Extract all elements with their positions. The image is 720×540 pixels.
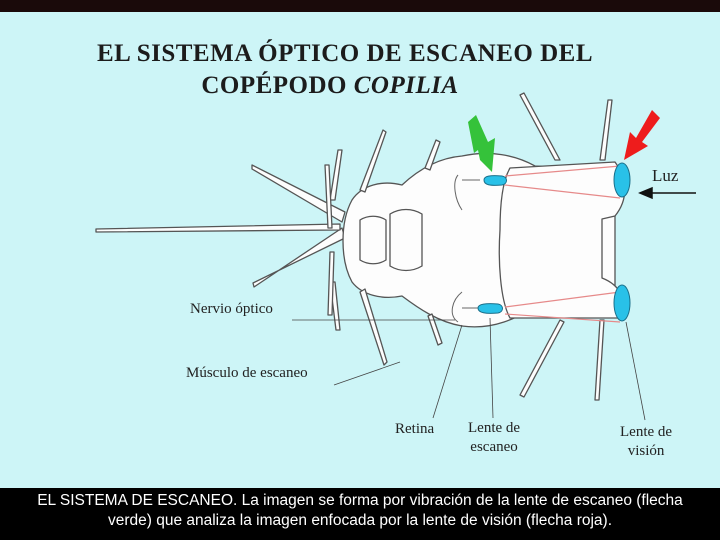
label-lente-vision: Lente de visión xyxy=(620,423,672,461)
red-arrow xyxy=(624,110,660,160)
bristle-left-upper xyxy=(330,150,342,200)
label-musculo-escaneo: Músculo de escaneo xyxy=(186,364,308,383)
label-lente-vision-line1: Lente de xyxy=(620,423,672,442)
label-luz: Luz xyxy=(652,166,678,185)
caption: EL SISTEMA DE ESCANEO. La imagen se form… xyxy=(0,488,720,540)
label-lente-escaneo-line1: Lente de xyxy=(468,419,520,438)
luz-arrow xyxy=(640,188,696,198)
diagram-title-line-2: COPÉPODO COPILIA xyxy=(0,72,690,100)
antenna-upper xyxy=(520,93,560,160)
label-nervio-optico: Nervio óptico xyxy=(190,300,273,319)
lente-escaneo-leader xyxy=(490,318,493,418)
top-border xyxy=(0,0,720,12)
segment-1 xyxy=(360,216,386,264)
caption-line-1: EL SISTEMA DE ESCANEO. La imagen se form… xyxy=(0,491,720,511)
leg-left-lower xyxy=(360,289,387,365)
antenna-lower xyxy=(520,320,564,397)
label-lente-vision-line2: visión xyxy=(620,442,672,461)
vision-lens-upper xyxy=(614,163,630,197)
musculo-leader xyxy=(334,362,400,385)
tail-spine-middle xyxy=(96,224,340,232)
vision-lens-lower xyxy=(614,285,630,321)
segment-2 xyxy=(390,210,422,271)
label-lente-escaneo: Lente de escaneo xyxy=(468,419,520,457)
title-prefix: COPÉPODO xyxy=(201,72,353,99)
scanning-lens-lower xyxy=(478,304,503,314)
label-lente-escaneo-line2: escaneo xyxy=(468,438,520,457)
bristle-far-upper xyxy=(325,165,332,228)
caption-line-2: verde) que analiza la imagen enfocada po… xyxy=(0,511,720,531)
diagram-title-line-1: EL SISTEMA ÓPTICO DE ESCANEO DEL xyxy=(0,40,705,68)
scanning-lens-upper xyxy=(484,176,507,186)
lente-vision-leader xyxy=(626,322,645,420)
label-retina: Retina xyxy=(395,420,434,439)
title-italic: COPILIA xyxy=(354,72,459,99)
antenna-upper-2 xyxy=(600,100,612,160)
antenna-lower-2 xyxy=(595,320,604,400)
